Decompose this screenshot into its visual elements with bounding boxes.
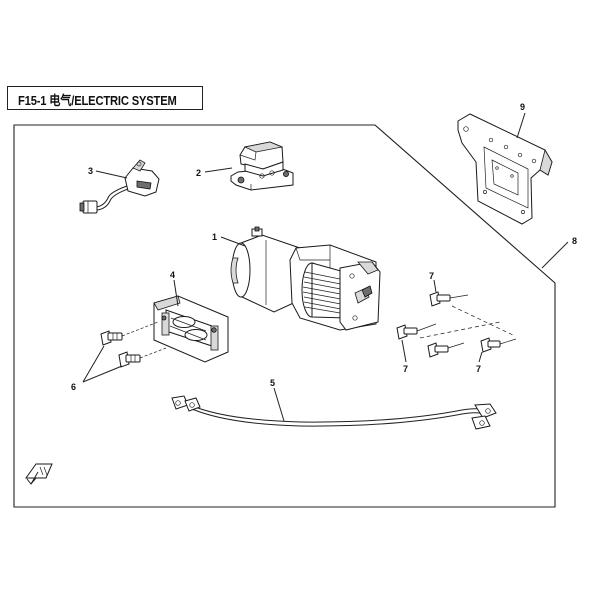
- mounting-bracket: [457, 113, 553, 225]
- callout-4: 4: [170, 270, 175, 280]
- callout-1: 1: [212, 232, 217, 242]
- mounting-bolt-top: [429, 291, 451, 307]
- callout-2: 2: [196, 168, 201, 178]
- callout-5: 5: [270, 378, 275, 388]
- callout-3: 3: [88, 166, 93, 176]
- fairlead-bolt-upper: [100, 330, 123, 346]
- callout-7-right: 7: [476, 364, 481, 374]
- diagram-title: F15-1 电气/ELECTRIC SYSTEM: [18, 93, 177, 108]
- front-direction-icon: [25, 463, 53, 485]
- diagram-frame: [13, 124, 556, 508]
- callout-7-left: 7: [403, 364, 408, 374]
- battery-cable: [171, 395, 497, 430]
- mounting-bolt-center: [427, 342, 449, 358]
- callout-8: 8: [572, 236, 577, 246]
- mounting-bolt-right: [480, 337, 501, 353]
- callout-6: 6: [71, 382, 76, 392]
- relay-contactor: [230, 141, 294, 191]
- winch-assembly: [230, 226, 381, 331]
- fairlead-bolt-lower: [118, 351, 141, 368]
- diagram-title-box: F15-1 电气/ELECTRIC SYSTEM: [7, 86, 203, 110]
- callout-7-top: 7: [429, 271, 434, 281]
- callout-9: 9: [520, 102, 525, 112]
- mounting-bolt-left: [396, 324, 418, 340]
- roller-fairlead: [153, 295, 229, 363]
- rocker-switch: [79, 159, 160, 214]
